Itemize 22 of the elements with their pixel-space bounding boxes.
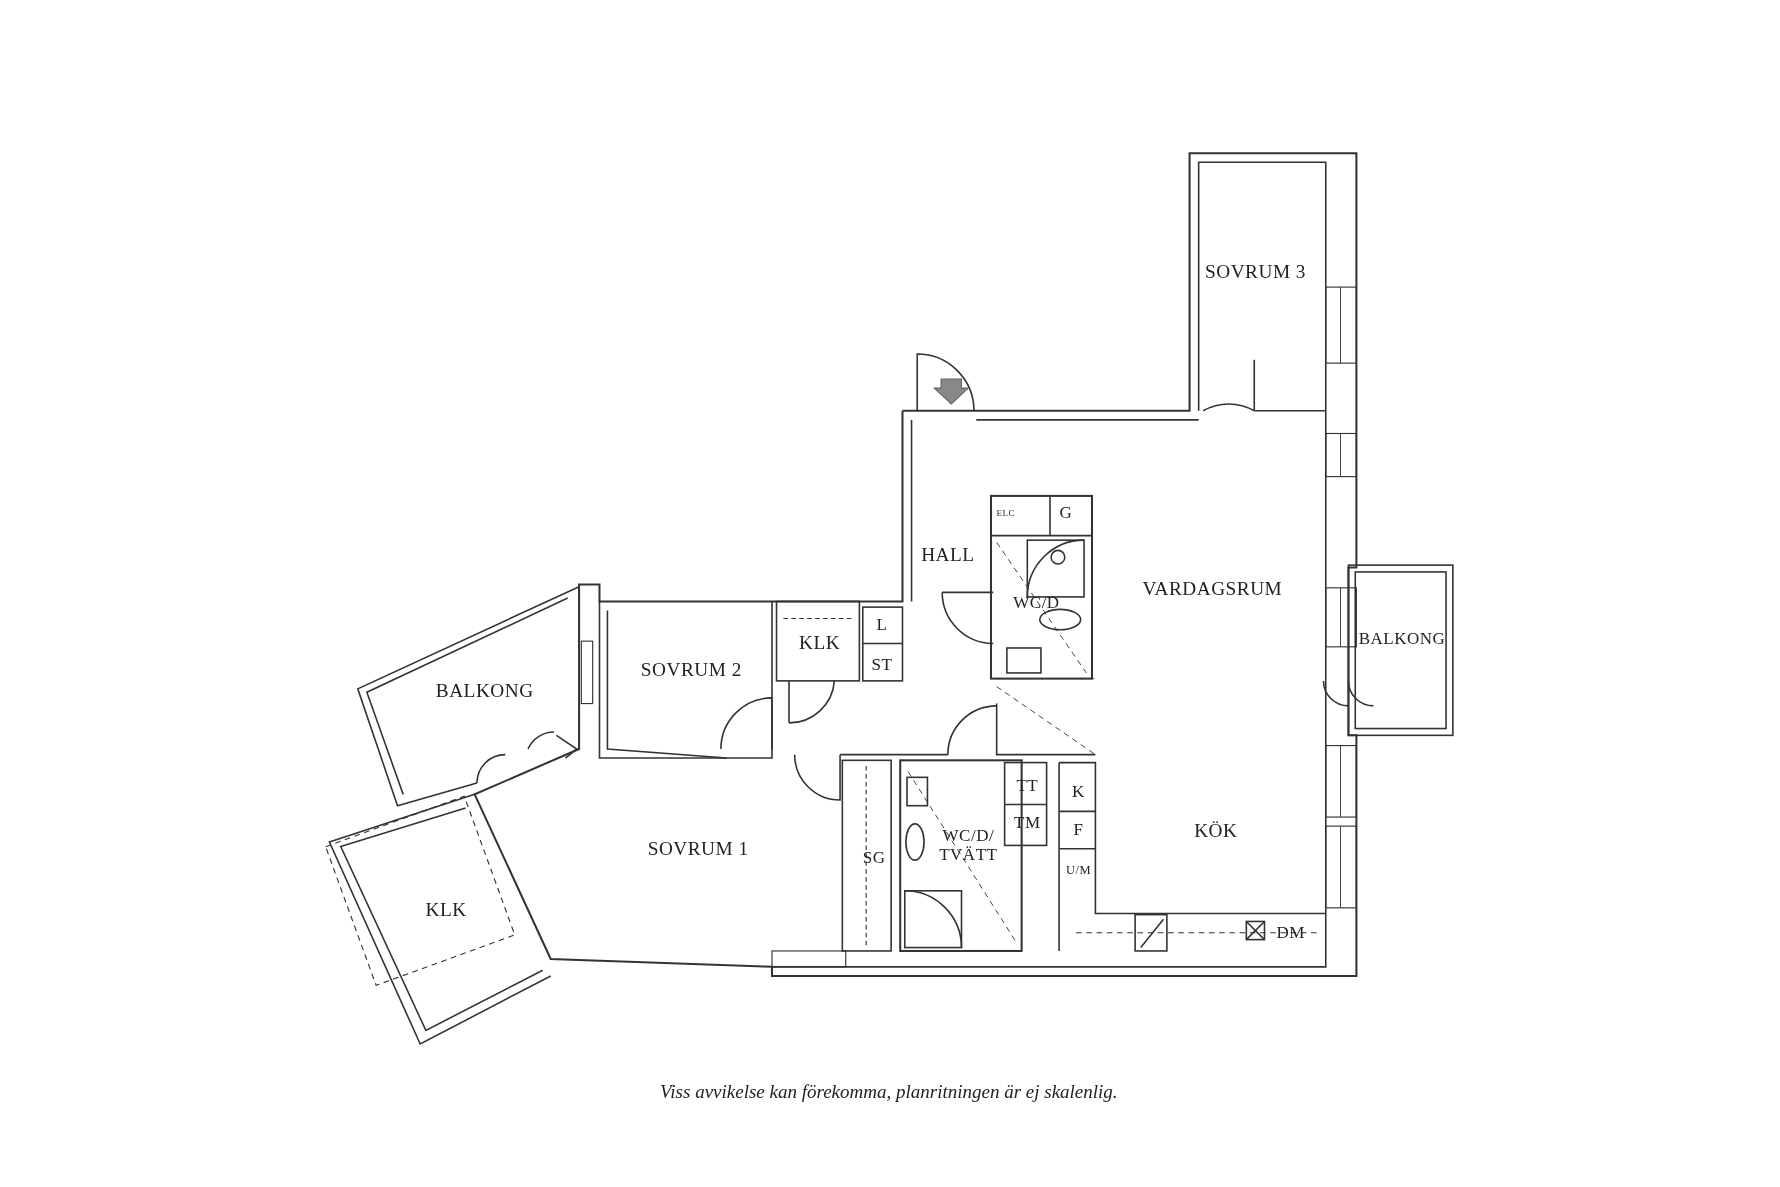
room-label: ST [871,655,893,675]
room-label: ELC [996,507,1016,519]
room-label: HALL [921,544,975,567]
room-label: F [1073,820,1084,840]
room-label: WC/D/ TVÄTT [938,826,999,866]
room-label: SOVRUM 3 [1205,261,1306,284]
caption: Viss avvikelse kan förekomma, planritningen är ej skalenlig. [660,1081,1118,1104]
room-label: KÖK [1194,819,1238,843]
room-label: KLK [425,899,467,922]
room-label: U/M [1065,862,1091,877]
room-label: SG [862,848,886,868]
room-label: BALKONG [435,680,534,703]
room-label: G [1059,503,1073,523]
room-label: SOVRUM 1 [647,838,749,861]
room-label: SOVRUM 2 [640,658,742,681]
room-label: KLK [799,631,841,654]
room-label: WC/D [1013,593,1060,613]
room-label: BALKONG [1358,629,1446,649]
room-label: DM [1276,923,1305,943]
room-label: L [876,615,888,636]
room-label: VARDAGSRUM [1142,578,1283,601]
room-label: K [1072,782,1085,803]
